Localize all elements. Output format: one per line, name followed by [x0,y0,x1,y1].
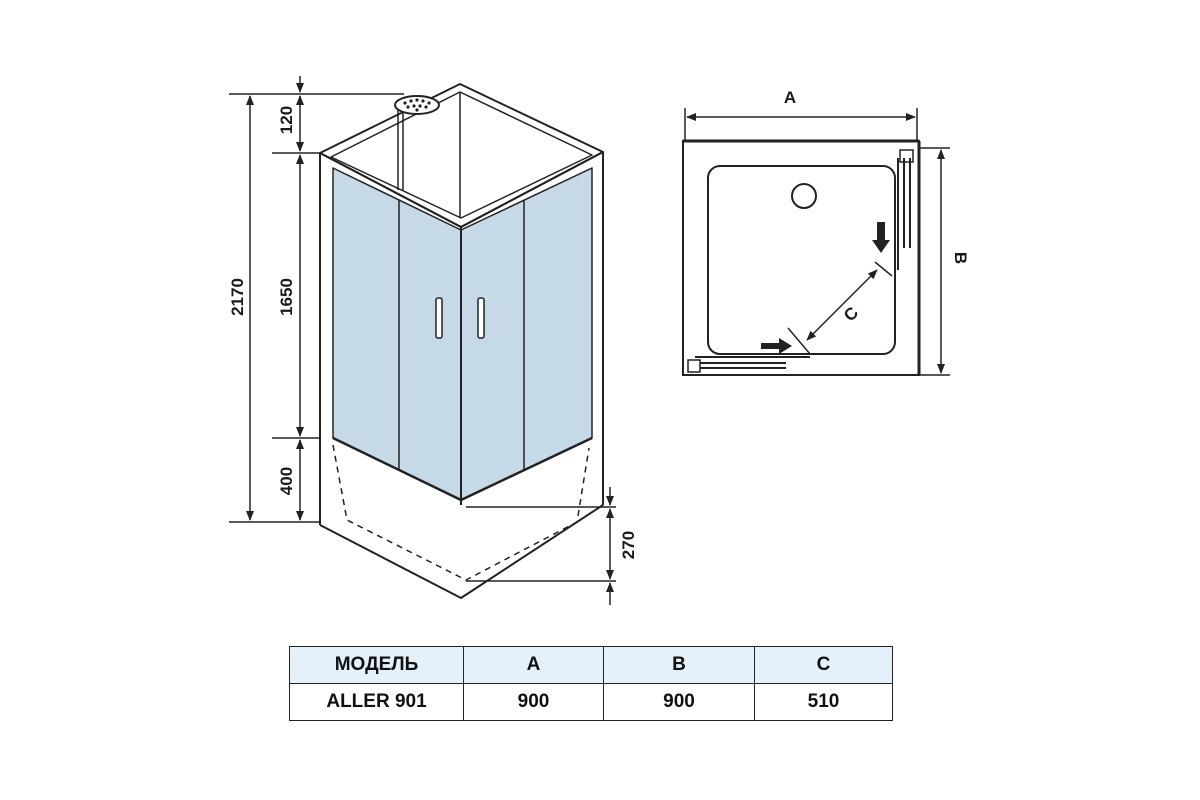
tray-hidden-lines [332,444,590,581]
header-a: A [463,646,604,684]
cell-b: 900 [603,683,755,721]
tray-outline [319,504,604,599]
cell-a: 900 [463,683,604,721]
tray-height-dimension [466,487,616,605]
drain-icon [791,183,817,209]
cabin-isometric-view [319,83,604,599]
entry-width-dimension [806,269,878,341]
dim-total-height: 2170 [228,278,247,316]
entry-arrow-down-icon [872,222,890,253]
plan-outer-frame [682,140,920,376]
cell-c: 510 [754,683,893,721]
height-dimension-lines [229,76,404,523]
plan-tray-basin [707,165,896,355]
header-b: B [603,646,755,684]
header-model: МОДЕЛЬ [289,646,464,684]
dim-door-height: 1650 [277,278,296,316]
spec-table: МОДЕЛЬ A B C ALLER 901 900 900 510 [289,646,893,721]
shower-head-icon [394,95,440,115]
plan-view [682,139,921,376]
shower-cabin-drawing: 2170 120 1650 400 270 [228,76,970,605]
entry-arrow-right-icon [761,338,792,354]
plan-depth-label: B [951,252,970,264]
left-door-handle [435,297,443,339]
header-c: C [754,646,893,684]
plan-width-dimension [684,108,918,140]
dim-top-section: 120 [277,106,296,134]
right-door-handle [477,297,485,339]
spec-table-header: МОДЕЛЬ A B C [289,646,893,684]
plan-entry-label: C [840,303,862,325]
table-row: ALLER 901 900 900 510 [289,683,893,721]
plan-width-label: A [784,88,796,107]
dim-base-section: 400 [277,467,296,495]
dim-tray-height: 270 [619,531,638,559]
plan-depth-dimension [920,147,950,376]
cell-model: ALLER 901 [289,683,464,721]
